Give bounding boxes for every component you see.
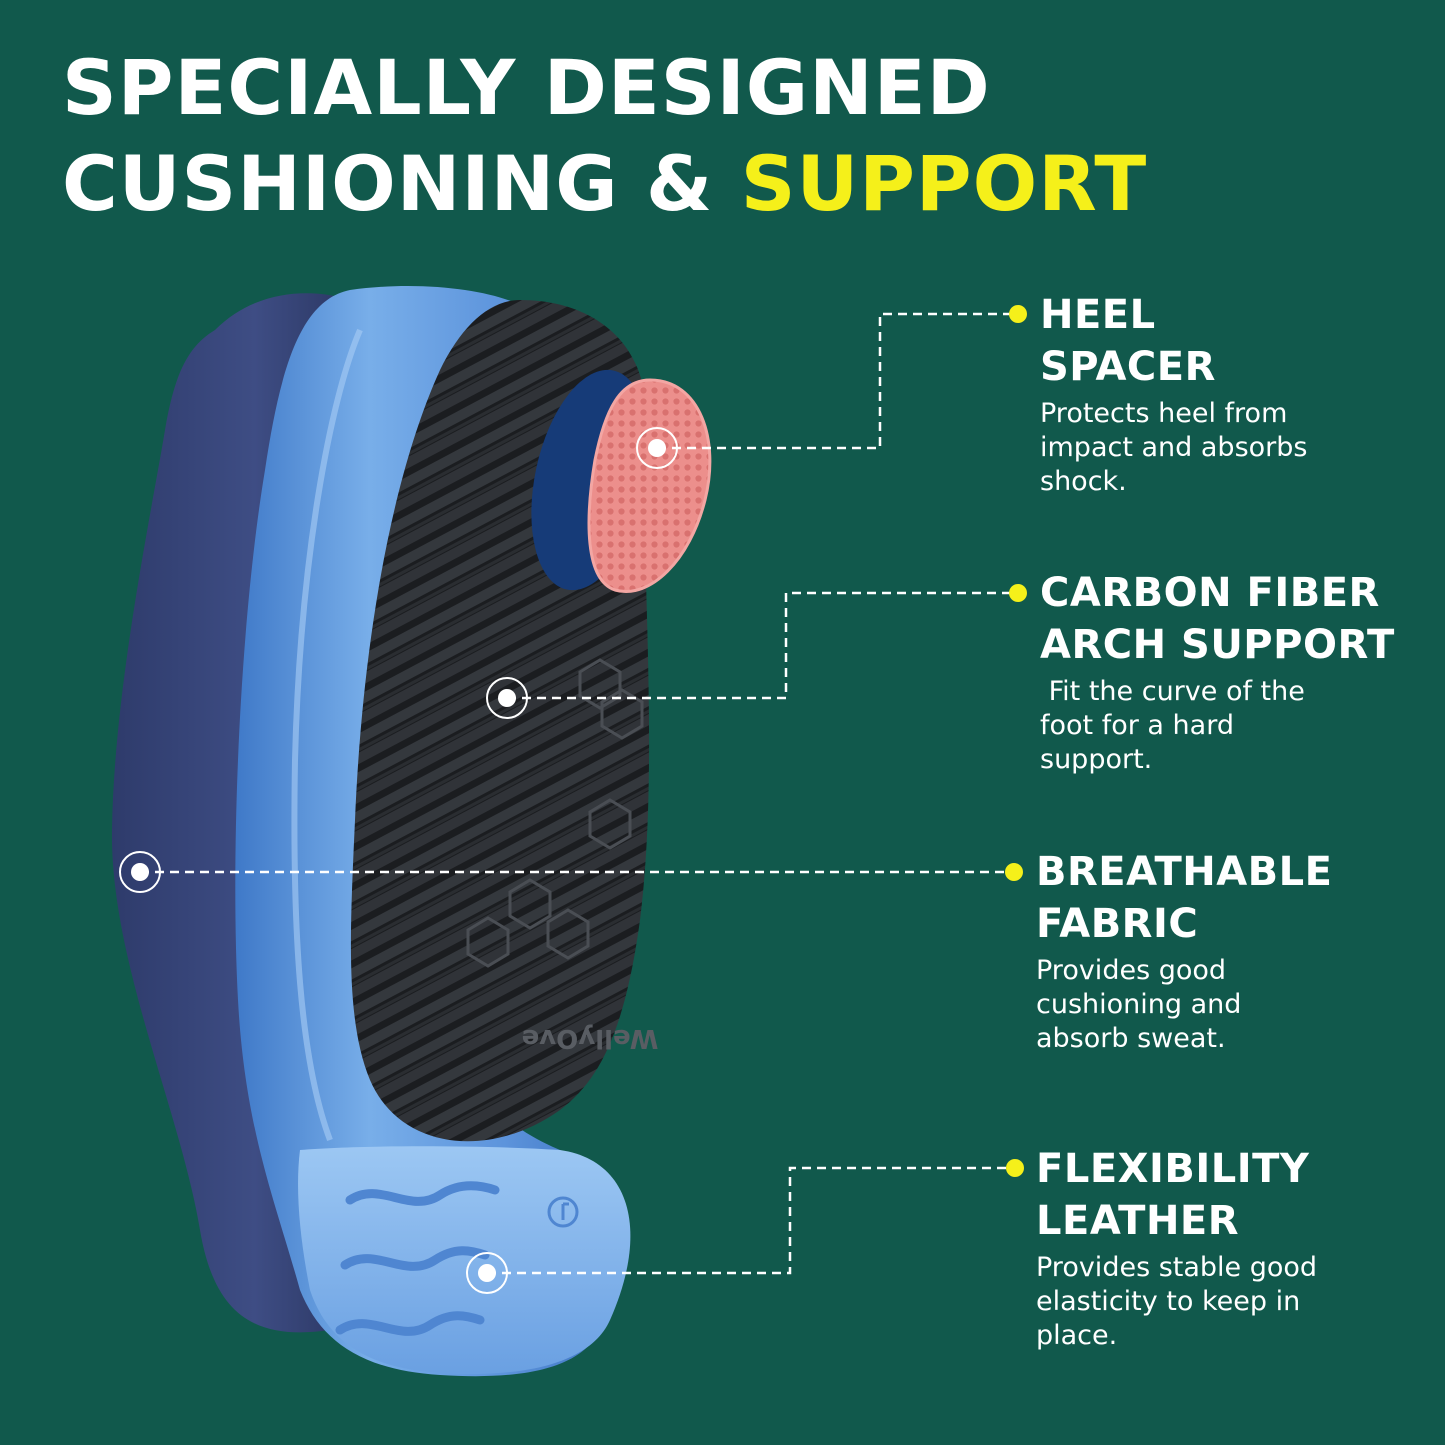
feature-title-line-1: FLEXIBILITY [1036,1146,1310,1192]
headline: SPECIALLY DESIGNED CUSHIONING & SUPPORT [62,40,1147,232]
headline-line-2: CUSHIONING & [62,139,741,228]
feature-title-line-1: CARBON FIBER [1040,570,1380,616]
feature-description: Provides good cushioning and absorb swea… [1036,955,1242,1054]
feature-title: BREATHABLE FABRIC [1036,846,1332,950]
feature-breathable-fabric: BREATHABLE FABRIC Provides good cushioni… [1036,846,1332,1056]
shell-rim [291,328,363,1142]
marker-carbon-fiber [486,677,528,719]
feature-carbon-fiber-arch-support: CARBON FIBER ARCH SUPPORT Fit the curve … [1040,567,1395,777]
callout-lines [140,312,1010,1275]
heel-spacer-pad [587,378,712,593]
feature-heel-spacer: HEEL SPACER Protects heel from impact an… [1040,289,1307,499]
feature-flexibility-leather: FLEXIBILITY LEATHER Provides stable good… [1036,1143,1317,1353]
feature-title: HEEL SPACER [1040,289,1307,393]
hex-pattern [466,658,644,968]
feature-title-line-2: FABRIC [1036,901,1199,947]
headline-accent: SUPPORT [740,139,1148,228]
size-badge-icon [547,1196,579,1228]
leather-shell [235,285,619,1377]
feature-title: FLEXIBILITY LEATHER [1036,1143,1317,1247]
feature-description: Fit the curve of the foot for a hard sup… [1040,676,1305,775]
feature-title-line-2: LEATHER [1036,1198,1240,1244]
feature-description: Provides stable good elasticity to keep … [1036,1252,1318,1351]
feature-title-line-1: HEEL [1040,292,1156,338]
marker-breathable-fabric [119,851,161,893]
feature-title-line-1: BREATHABLE [1036,849,1333,895]
marker-flexibility-leather [466,1252,508,1294]
feature-title-line-2: SPACER [1040,344,1216,390]
feature-title: CARBON FIBER ARCH SUPPORT [1040,567,1395,671]
forefoot-area [298,1146,631,1375]
marker-heel-spacer [636,427,678,469]
headline-line-1: SPECIALLY DESIGNED [62,43,991,132]
callout-endpoints [1005,305,1027,1177]
feature-title-line-2: ARCH SUPPORT [1040,622,1395,668]
brand-mark: WellyOve [522,1023,659,1053]
feature-description: Protects heel from impact and absorbs sh… [1040,398,1308,497]
wave-embossing [335,1181,500,1336]
